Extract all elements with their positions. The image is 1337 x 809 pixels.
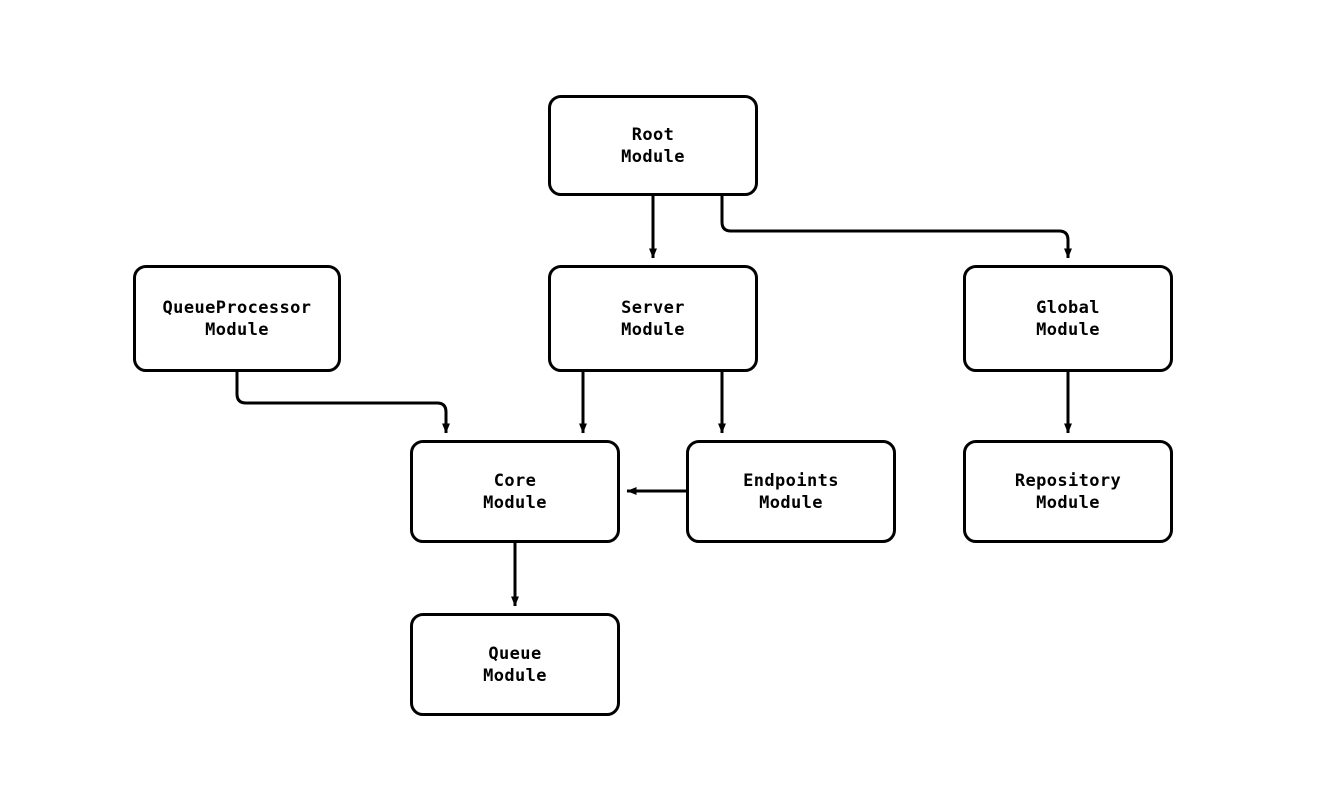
- node-global-module[interactable]: Global Module: [963, 265, 1173, 372]
- node-queueprocessor-module[interactable]: QueueProcessor Module: [133, 265, 341, 372]
- node-server-module[interactable]: Server Module: [548, 265, 758, 372]
- node-repository-module-label: Repository Module: [1014, 470, 1122, 513]
- node-root-module-label: Root Module: [621, 124, 685, 167]
- edge-root-to-global: [720, 196, 1072, 259]
- node-queue-module-label: Queue Module: [483, 643, 547, 686]
- edge-queueprocessor-to-core: [235, 372, 450, 434]
- node-queueprocessor-module-label: QueueProcessor Module: [162, 297, 312, 340]
- node-root-module[interactable]: Root Module: [548, 95, 758, 196]
- node-core-module-label: Core Module: [483, 470, 547, 513]
- node-queue-module[interactable]: Queue Module: [410, 613, 620, 716]
- node-endpoints-module[interactable]: Endpoints Module: [686, 440, 896, 543]
- node-endpoints-module-label: Endpoints Module: [743, 470, 839, 513]
- node-global-module-label: Global Module: [1036, 297, 1100, 340]
- node-repository-module[interactable]: Repository Module: [963, 440, 1173, 543]
- node-core-module[interactable]: Core Module: [410, 440, 620, 543]
- node-server-module-label: Server Module: [621, 297, 685, 340]
